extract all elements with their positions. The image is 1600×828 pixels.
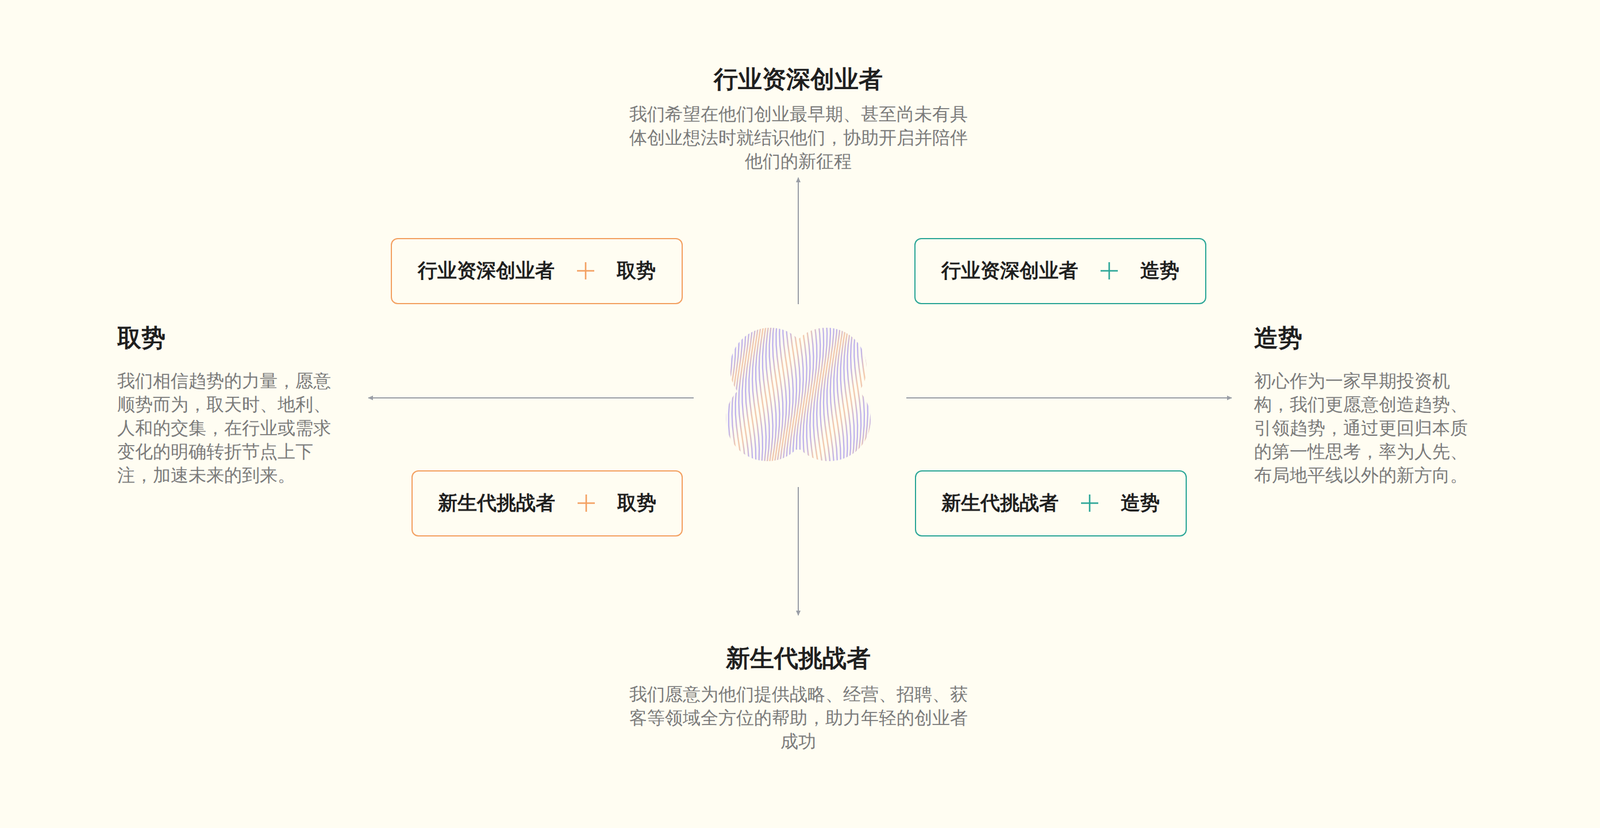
plus-icon <box>576 261 595 280</box>
founder-type: 行业资深创业者 <box>417 257 555 284</box>
section-text: 我们相信趋势的力量，愿意 顺势而为，取天时、地利、 人和的交集，在行业或需求 变… <box>117 368 341 487</box>
arrow-down <box>797 486 799 615</box>
plus-symbol <box>576 261 595 280</box>
logo-illustration <box>721 321 875 472</box>
plus-symbol <box>577 493 596 513</box>
logo-stroke <box>748 321 756 472</box>
logo-stroke <box>867 321 875 472</box>
arrow-up <box>797 177 799 305</box>
logo-stroke <box>725 321 733 472</box>
plus-icon <box>1100 261 1119 280</box>
arrow-left <box>368 397 694 399</box>
logo-stroke <box>843 321 851 472</box>
logo-stroke <box>779 321 787 472</box>
combo-box: 行业资深创业者 取势 <box>390 237 683 305</box>
section-text: 我们愿意为他们提供战略、经营、招聘、获 客等领域全方位的帮助，助力年轻的创业者 … <box>624 682 973 753</box>
combo-box: 新生代挑战者 造势 <box>914 470 1187 537</box>
plus-stroke <box>1081 502 1099 505</box>
plus-symbol <box>1080 493 1099 513</box>
logo-stroke <box>860 321 868 472</box>
plus-icon <box>1080 493 1099 513</box>
plus-stroke <box>577 502 595 505</box>
plus-icon <box>577 493 596 513</box>
logo-stroke <box>728 321 736 472</box>
combo-box: 新生代挑战者 取势 <box>411 470 683 537</box>
logo-stroke <box>782 321 790 472</box>
section-heading: 行业资深创业者 <box>713 63 883 96</box>
plus-stroke <box>577 270 595 272</box>
logo-stroke <box>759 321 767 472</box>
section-heading: 取势 <box>117 322 166 355</box>
strategy-word: 造势 <box>1140 257 1180 284</box>
strategy-word: 取势 <box>617 489 657 517</box>
axis-arrows <box>368 177 1232 615</box>
founder-type: 新生代挑战者 <box>941 489 1059 517</box>
section-heading: 新生代挑战者 <box>725 642 871 675</box>
logo-stroke <box>864 321 872 472</box>
section-heading: 造势 <box>1254 322 1303 355</box>
logo-stroke <box>833 321 841 472</box>
section-text: 初心作为一家早期投资机 构，我们更愿意创造趋势、 引领趋势，通过更回归本质 的第… <box>1254 368 1478 487</box>
founder-type: 行业资深创业者 <box>941 257 1079 284</box>
arrow-right <box>906 397 1232 399</box>
strategy-word: 取势 <box>616 257 656 284</box>
section-text: 我们希望在他们创业最早期、甚至尚未有具 体创业想法时就结识他们，协助开启并陪伴 … <box>624 102 973 173</box>
logo-stroke <box>803 321 811 472</box>
founder-type: 新生代挑战者 <box>437 489 556 517</box>
plus-stroke <box>1100 270 1118 272</box>
plus-symbol <box>1100 261 1119 280</box>
strategy-word: 造势 <box>1120 489 1160 517</box>
logo-stroke <box>721 321 729 472</box>
logo-stroke <box>857 321 865 472</box>
combo-box: 行业资深创业者 造势 <box>914 237 1207 305</box>
logo-stroke <box>813 321 821 472</box>
